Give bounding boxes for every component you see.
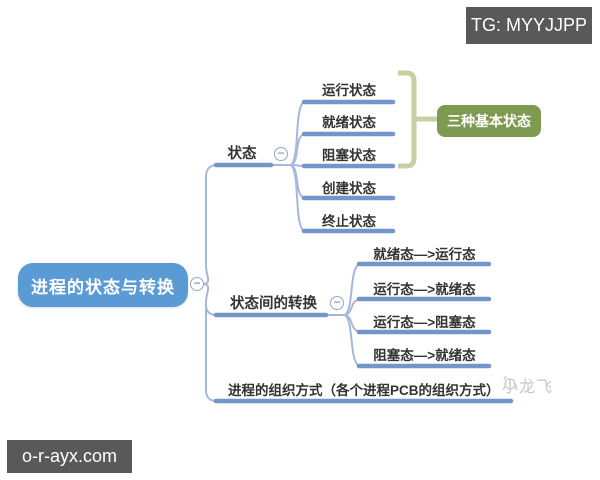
topic-underlines [213, 99, 514, 404]
branch-states[interactable]: 状态 [227, 146, 257, 162]
collapse-icon-transitions[interactable]: − [330, 296, 344, 310]
site-badge: o-r-ayx.com [7, 440, 132, 473]
node-running-to-ready[interactable]: 运行态—>就绪态 [373, 282, 476, 297]
node-blocked-to-ready[interactable]: 阻塞态—>就绪态 [373, 348, 476, 363]
branch-transitions[interactable]: 状态间的转换 [230, 296, 317, 312]
fan-trans-1 [344, 263, 360, 316]
root-node[interactable]: 进程的状态与转换 [18, 263, 188, 307]
node-ready-state[interactable]: 就绪状态 [322, 115, 376, 130]
branch-organization[interactable]: 进程的组织方式（各个进程PCB的组织方式） [228, 383, 500, 398]
fan-trans-2 [344, 298, 360, 316]
node-ready-to-running[interactable]: 就绪态—>运行态 [373, 247, 476, 262]
bracket-shape [398, 70, 417, 169]
node-running-to-blocked[interactable]: 运行态—>阻塞态 [373, 315, 476, 330]
trunk-up [203, 164, 218, 285]
thin-connectors [203, 101, 360, 402]
fan-states-1 [290, 101, 305, 166]
telegram-badge: TG: MYYJJPP [466, 7, 592, 44]
dragon-icon [503, 376, 518, 390]
node-terminated-state[interactable]: 终止状态 [322, 214, 376, 229]
collapse-icon-states[interactable]: − [274, 147, 288, 161]
trunk-down [203, 283, 218, 402]
node-created-state[interactable]: 创建状态 [322, 181, 376, 196]
summary-bracket [398, 70, 437, 169]
fan-states-2 [290, 133, 305, 166]
fan-states-5 [290, 164, 305, 232]
node-running-state[interactable]: 运行状态 [322, 83, 376, 98]
collapse-icon-root[interactable]: − [190, 277, 204, 291]
summary-node-basic-states[interactable]: 三种基本状态 [437, 105, 541, 137]
fan-trans-4 [344, 314, 360, 367]
node-blocked-state[interactable]: 阻塞状态 [322, 148, 376, 163]
watermark: 小龙飞 [502, 373, 553, 397]
